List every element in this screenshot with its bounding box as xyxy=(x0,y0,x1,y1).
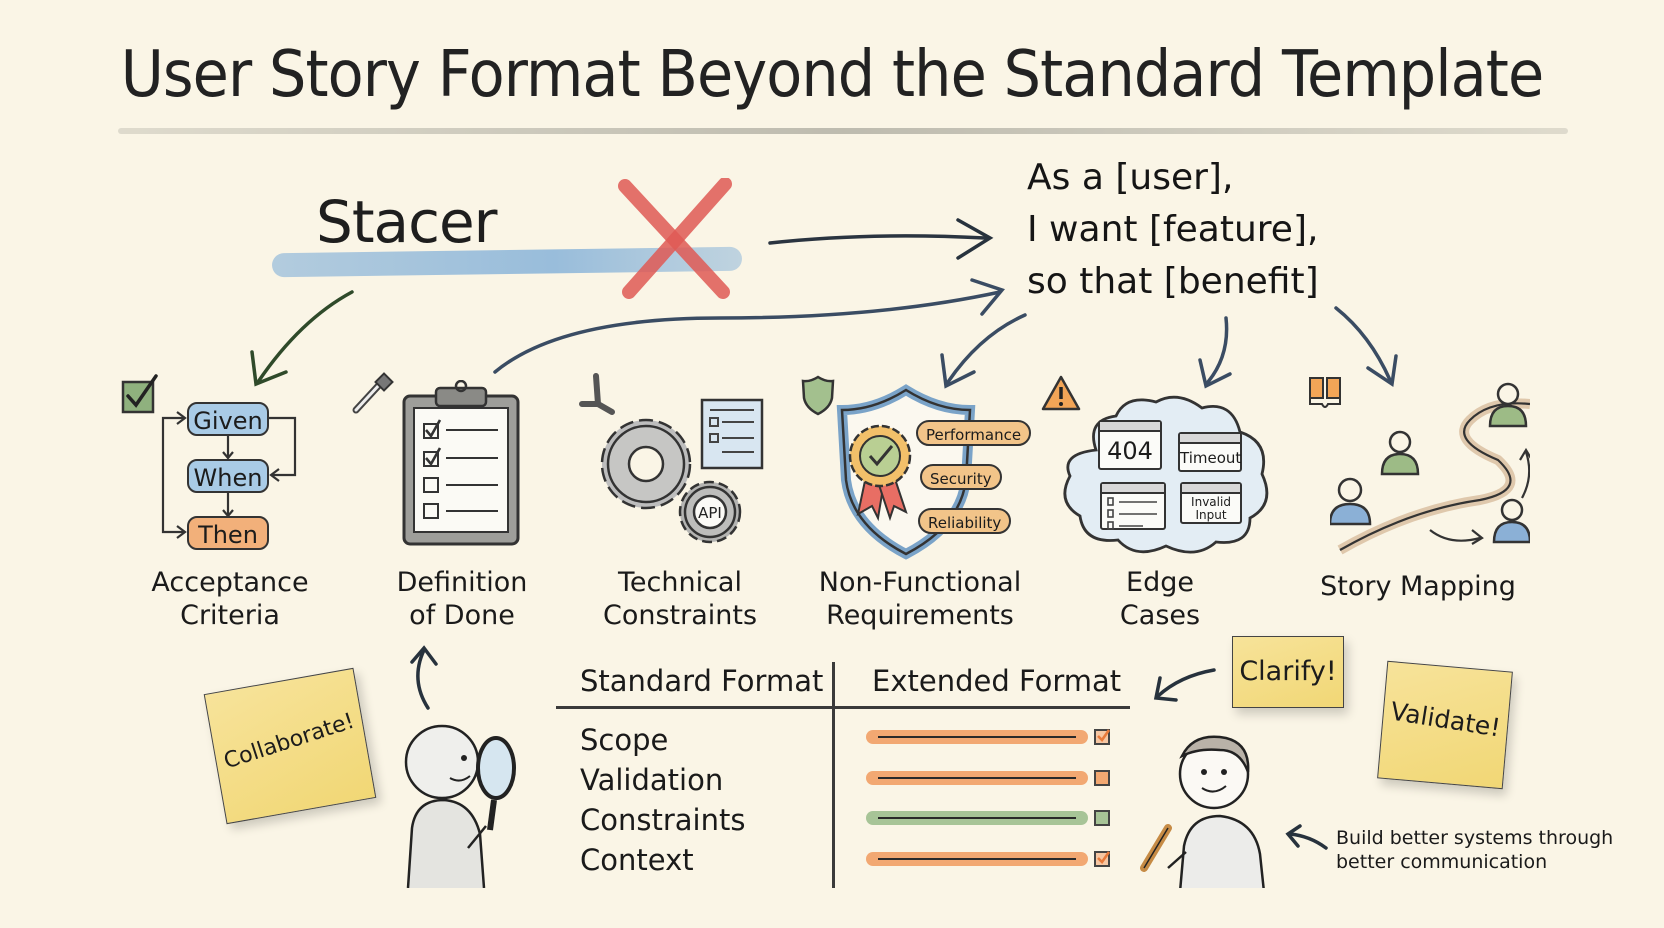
window-text: 404 xyxy=(1107,437,1153,465)
pin-icon xyxy=(352,372,394,414)
document-icon xyxy=(700,398,764,470)
label-line: Edge xyxy=(1126,567,1194,598)
when-step: When xyxy=(187,459,269,493)
category-label-dod: Definition of Done xyxy=(362,566,562,632)
tag-reliability: Reliability xyxy=(918,508,1012,534)
row-checkbox-context[interactable] xyxy=(1094,851,1110,867)
label-line: Definition xyxy=(396,567,528,598)
api-label: API xyxy=(698,504,722,522)
extended-stroke-validation xyxy=(866,771,1088,785)
header-standard-format: Standard Format xyxy=(580,664,824,698)
person-pencil-icon xyxy=(1140,735,1265,888)
row-checkbox-validation[interactable] xyxy=(1094,770,1110,786)
row-constraints: Constraints xyxy=(580,803,746,837)
book-icon xyxy=(1309,377,1341,408)
table-header-rule xyxy=(556,706,1130,709)
page-title: User Story Format Beyond the Standard Te… xyxy=(120,38,1544,112)
tag-security: Security xyxy=(920,464,1002,490)
footer-line: Build better systems through xyxy=(1336,827,1614,849)
extended-stroke-scope xyxy=(866,730,1088,744)
label-line: Constraints xyxy=(602,600,758,631)
story-line-role: As a [user], xyxy=(1027,157,1234,198)
error-window-list xyxy=(1100,482,1166,530)
sticky-note-validate: Validate! xyxy=(1377,660,1513,790)
cross-icon xyxy=(618,178,732,299)
error-window-timeout: Timeout xyxy=(1178,432,1242,472)
label-line: of Done xyxy=(409,600,515,631)
given-step: Given xyxy=(187,402,269,436)
category-label-story-mapping: Story Mapping xyxy=(1318,570,1518,603)
row-checkbox-constraints[interactable] xyxy=(1094,810,1110,826)
label-line: Non-Functional xyxy=(818,567,1022,598)
extended-stroke-constraints xyxy=(866,811,1088,825)
warning-icon xyxy=(1041,375,1081,411)
label-line: Story Mapping xyxy=(1320,571,1516,602)
wrench-icon xyxy=(579,373,615,415)
label-line: Acceptance xyxy=(151,567,309,598)
category-label-technical: Technical Constraints xyxy=(580,566,780,632)
label-line: Technical xyxy=(618,567,742,598)
footer-tagline: Build better systems through better comm… xyxy=(1336,826,1613,874)
category-label-edge: Edge Cases xyxy=(1060,566,1260,632)
row-scope: Scope xyxy=(580,723,669,757)
window-text: Invalid Input xyxy=(1191,495,1231,522)
sticky-text: Collaborate! xyxy=(220,708,358,775)
sticky-note-collaborate: Collaborate! xyxy=(203,667,377,825)
extended-stroke-context xyxy=(866,852,1088,866)
story-line-feature: I want [feature], xyxy=(1027,209,1319,250)
row-validation: Validation xyxy=(580,763,724,797)
footer-line: better communication xyxy=(1336,851,1548,873)
error-window-invalid-input: Invalid Input xyxy=(1180,482,1242,524)
title-underline xyxy=(118,128,1568,134)
label-line: Cases xyxy=(1119,600,1201,631)
category-label-nfr: Non-Functional Requirements xyxy=(800,566,1040,632)
sticky-text: Validate! xyxy=(1388,696,1503,743)
cloud-icon xyxy=(1063,395,1269,554)
label-line: Requirements xyxy=(826,600,1014,631)
sticky-note-clarify: Clarify! xyxy=(1232,636,1344,708)
gears-icon: API xyxy=(600,418,742,544)
person-magnifier-icon xyxy=(404,724,516,888)
flow-arrows xyxy=(161,411,297,539)
sticky-text: Clarify! xyxy=(1239,656,1337,687)
table-column-rule xyxy=(832,662,835,888)
tag-performance: Performance xyxy=(916,420,1032,446)
row-context: Context xyxy=(580,843,694,877)
checkbox-icon xyxy=(121,374,158,414)
category-label-acceptance: Acceptance Criteria xyxy=(130,566,330,632)
legacy-label: Stacer xyxy=(316,188,498,256)
then-step: Then xyxy=(187,516,269,550)
label-line: Criteria xyxy=(180,600,280,631)
standard-story-template: As a [user], I want [feature], so that [… xyxy=(1027,152,1319,308)
small-shield-icon xyxy=(801,375,835,416)
people-path-icon xyxy=(1330,382,1530,555)
clipboard-checklist-icon xyxy=(402,380,520,546)
window-text: Timeout xyxy=(1180,449,1242,467)
list-lines-icon xyxy=(1107,497,1157,530)
error-window-404: 404 xyxy=(1098,420,1162,470)
row-checkbox-scope[interactable] xyxy=(1094,729,1110,745)
header-extended-format: Extended Format xyxy=(872,664,1122,698)
story-line-benefit: so that [benefit] xyxy=(1027,261,1319,302)
